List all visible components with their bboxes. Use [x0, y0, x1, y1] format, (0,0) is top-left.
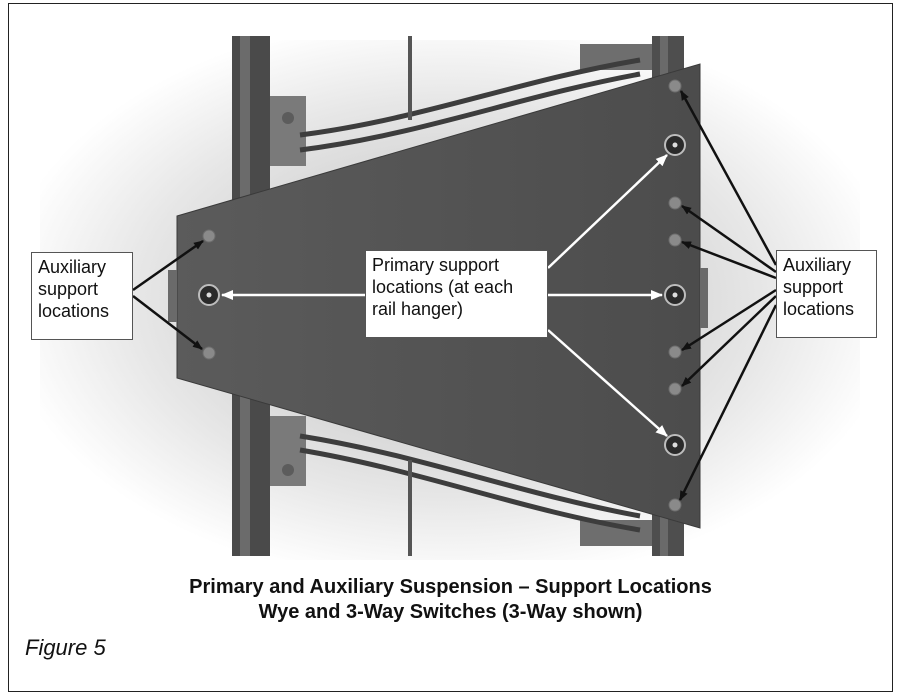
aux-support-point — [668, 382, 682, 396]
caption-line-1: Primary and Auxiliary Suspension – Suppo… — [189, 576, 712, 598]
right-support-points — [664, 79, 686, 512]
aux-support-point — [668, 196, 682, 210]
aux-support-point — [668, 345, 682, 359]
left-aux-arrows — [132, 239, 204, 350]
aux-support-point — [202, 229, 216, 243]
rail-curves — [299, 57, 641, 533]
figure-number: Figure 5 — [25, 635, 106, 660]
switch-diagram — [40, 36, 860, 560]
primary-arrows — [221, 154, 668, 437]
right-aux-arrows — [678, 90, 778, 501]
primary-support-label: Primary support locations (at each rail … — [365, 250, 548, 338]
aux-support-point — [668, 498, 682, 512]
aux-support-point — [668, 233, 682, 247]
aux-support-point — [202, 346, 216, 360]
aux-support-point — [668, 79, 682, 93]
caption-line-2: Wye and 3-Way Switches (3-Way shown) — [258, 601, 643, 623]
aux-support-label-left: Auxiliary support locations — [31, 252, 133, 340]
aux-support-label-right: Auxiliary support locations — [776, 250, 877, 338]
left-support-points — [198, 229, 220, 360]
left-edge-block — [168, 270, 177, 322]
figure-caption: Primary and Auxiliary Suspension – Suppo… — [0, 575, 901, 625]
right-edge-block — [700, 268, 708, 328]
